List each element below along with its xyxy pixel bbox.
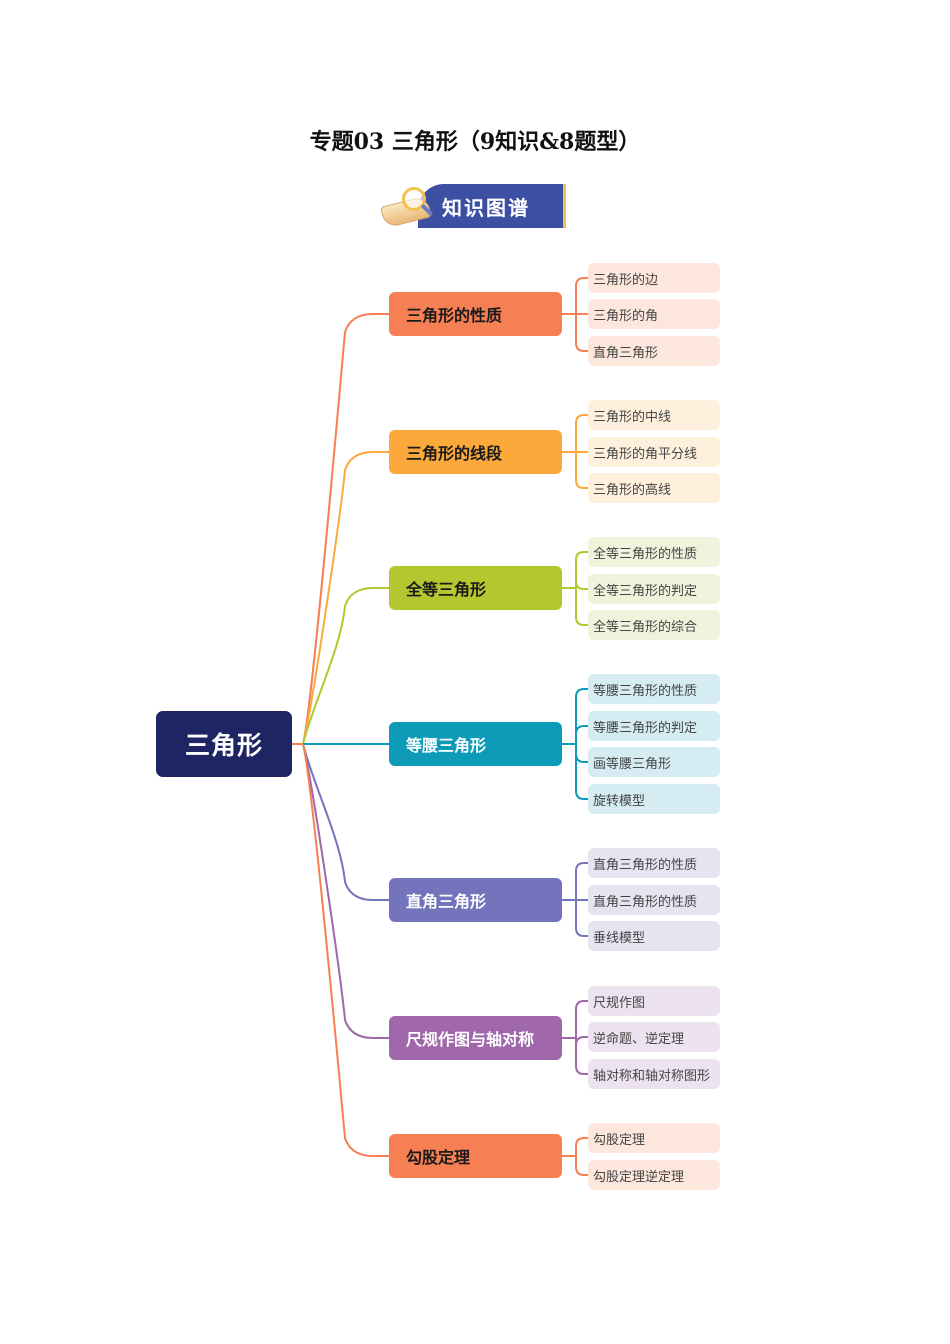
connector-root-to-branch <box>302 313 389 745</box>
mindmap-leaf-node[interactable]: 三角形的高线 <box>588 473 720 503</box>
mindmap-leaf-node[interactable]: 三角形的边 <box>588 263 720 293</box>
connector-branch-to-leaf <box>575 725 588 744</box>
mindmap-branch-node[interactable]: 三角形的性质 <box>389 292 562 336</box>
mindmap-branch-node[interactable]: 全等三角形 <box>389 566 562 610</box>
connector-branch-to-leaf <box>575 1137 588 1156</box>
mindmap-leaf-node[interactable]: 全等三角形的判定 <box>588 574 720 604</box>
mindmap-leaf-node[interactable]: 轴对称和轴对称图形 <box>588 1059 720 1089</box>
mindmap-leaf-node[interactable]: 勾股定理 <box>588 1123 720 1153</box>
mindmap-leaf-node[interactable]: 全等三角形的综合 <box>588 610 720 640</box>
page-title: 专题03 三角形（9知识&8题型） <box>309 129 641 155</box>
mindmap-leaf-node[interactable]: 旋转模型 <box>588 784 720 814</box>
mindmap-leaf-node[interactable]: 逆命题、逆定理 <box>588 1022 720 1052</box>
mindmap-leaf-node[interactable]: 等腰三角形的性质 <box>588 674 720 704</box>
connector-branch-to-leaf <box>575 1000 588 1038</box>
connector-root-to-branch <box>302 451 389 745</box>
mindmap-leaf-node[interactable]: 直角三角形的性质 <box>588 885 720 915</box>
connector-branch-to-leaf <box>575 744 588 800</box>
mindmap-leaf-node[interactable]: 勾股定理逆定理 <box>588 1160 720 1190</box>
connector-branch-to-leaf <box>575 588 588 626</box>
connector-branch-to-leaf <box>575 277 588 314</box>
mindmap-leaf-node[interactable]: 直角三角形的性质 <box>588 848 720 878</box>
connector-root-to-branch <box>302 743 389 1157</box>
connector-branch-to-leaf <box>575 744 588 763</box>
knowledge-map-banner: 知识图谱 <box>380 183 570 233</box>
mindmap-root-node[interactable]: 三角形 <box>156 711 292 777</box>
mindmap-branch-node[interactable]: 勾股定理 <box>389 1134 562 1178</box>
connector-branch-to-leaf <box>575 580 588 590</box>
mindmap-leaf-node[interactable]: 三角形的角 <box>588 299 720 329</box>
connector-branch-to-leaf <box>575 1036 588 1046</box>
mindmap-branch-node[interactable]: 直角三角形 <box>389 878 562 922</box>
mindmap-leaf-node[interactable]: 全等三角形的性质 <box>588 537 720 567</box>
banner-label: 知识图谱 <box>442 196 530 220</box>
mindmap-branch-node[interactable]: 三角形的线段 <box>389 430 562 474</box>
connector-branch-to-leaf <box>575 900 588 937</box>
connector-branch-to-leaf <box>575 1156 588 1176</box>
mindmap-leaf-node[interactable]: 三角形的中线 <box>588 400 720 430</box>
mindmap-leaf-node[interactable]: 等腰三角形的判定 <box>588 711 720 741</box>
mindmap-leaf-node[interactable]: 画等腰三角形 <box>588 747 720 777</box>
connector-root-to-branch <box>302 743 389 901</box>
mindmap-leaf-node[interactable]: 尺规作图 <box>588 986 720 1016</box>
mindmap-branch-node[interactable]: 尺规作图与轴对称 <box>389 1016 562 1060</box>
connector-branch-to-leaf <box>575 1038 588 1075</box>
mindmap-leaf-node[interactable]: 三角形的角平分线 <box>588 437 720 467</box>
connector-branch-to-leaf <box>575 688 588 744</box>
mindmap-leaf-node[interactable]: 垂线模型 <box>588 921 720 951</box>
connector-branch-to-leaf <box>575 314 588 352</box>
mindmap-leaf-node[interactable]: 直角三角形 <box>588 336 720 366</box>
banner-background <box>418 184 566 228</box>
connector-branch-to-leaf <box>575 414 588 452</box>
mindmap-branch-node[interactable]: 等腰三角形 <box>389 722 562 766</box>
connector-branch-to-leaf <box>575 452 588 489</box>
connector-branch-to-leaf <box>575 862 588 900</box>
connector-branch-to-leaf <box>575 551 588 588</box>
connector-root-to-branch <box>302 587 389 745</box>
connector-root-to-branch <box>302 743 389 1039</box>
